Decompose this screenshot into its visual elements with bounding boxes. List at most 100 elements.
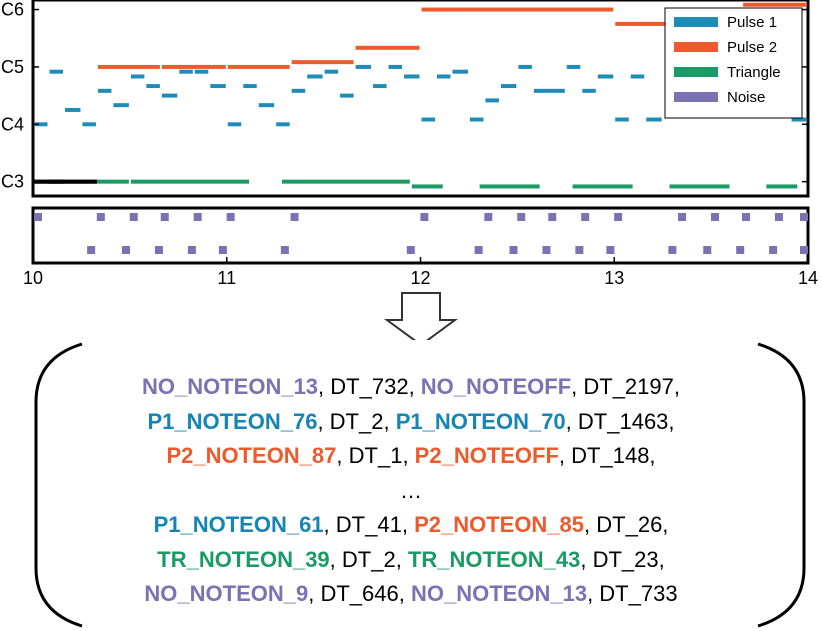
triangle-note bbox=[572, 184, 633, 189]
legend-swatch bbox=[674, 92, 718, 102]
token-separator: , bbox=[402, 443, 415, 468]
token-separator: , bbox=[318, 374, 331, 399]
pulse-1-note bbox=[533, 88, 565, 93]
y-tick-label: C3 bbox=[1, 172, 24, 192]
pulse-2-note bbox=[161, 64, 226, 69]
token-line: P1_NOTEON_61, DT_41, P2_NOTEON_85, DT_26… bbox=[0, 508, 822, 543]
noise-note bbox=[606, 246, 615, 254]
delta-time-token: DT_1 bbox=[348, 443, 403, 468]
noise-event-token: NO_NOTEON_13 bbox=[411, 581, 588, 606]
noise-note bbox=[187, 246, 196, 254]
pulse-1-note bbox=[179, 69, 193, 74]
token-separator: , bbox=[571, 374, 584, 399]
pulse-1-note bbox=[615, 117, 629, 122]
noise-note bbox=[160, 213, 169, 221]
noise-note bbox=[87, 246, 96, 254]
triangle-note bbox=[479, 184, 540, 189]
delta-time-token: DT_2197, bbox=[583, 374, 680, 399]
delta-time-token: DT_646 bbox=[320, 581, 399, 606]
p1-event-token: P1_NOTEON_61 bbox=[153, 512, 324, 537]
token-sequence: NO_NOTEON_13, DT_732, NO_NOTEOFF, DT_219… bbox=[0, 370, 822, 612]
noise-note bbox=[774, 213, 783, 221]
pulse-1-note bbox=[485, 98, 499, 103]
token-separator: , bbox=[395, 546, 408, 572]
x-tick-label: 11 bbox=[217, 268, 236, 288]
noise-note bbox=[736, 246, 745, 254]
p2-event-token: P2_NOTEON_87 bbox=[166, 443, 337, 468]
token-separator: , bbox=[584, 512, 597, 537]
noise-note bbox=[193, 213, 202, 221]
pulse-1-note bbox=[210, 84, 226, 89]
pulse-2-note bbox=[743, 2, 807, 7]
pulse-1-note bbox=[82, 122, 96, 127]
pulse-1-note bbox=[646, 117, 662, 122]
noise-note bbox=[711, 213, 719, 221]
delta-time-token: DT_23, bbox=[592, 546, 665, 572]
noise-note bbox=[484, 213, 493, 221]
pulse-1-note bbox=[437, 74, 451, 79]
noise-note bbox=[420, 213, 429, 221]
pulse-2-note bbox=[97, 64, 160, 69]
noise-note bbox=[96, 213, 105, 221]
token-sequence-brace bbox=[34, 342, 806, 628]
legend-label: Noise bbox=[727, 89, 765, 106]
noise-note bbox=[474, 246, 483, 254]
token-separator: , bbox=[565, 408, 578, 434]
noise-note bbox=[548, 213, 557, 221]
noise-marks-layer bbox=[34, 213, 808, 254]
noise-event-token: NO_NOTEOFF bbox=[420, 374, 572, 399]
delta-time-token: DT_2 bbox=[329, 408, 384, 434]
triangle-note bbox=[411, 184, 443, 189]
pulse-2-note bbox=[615, 21, 678, 26]
pulse-1-note bbox=[276, 122, 290, 127]
token-separator: , bbox=[558, 443, 572, 468]
pulse-1-note bbox=[65, 107, 81, 112]
p2-event-token: P2_NOTEOFF bbox=[414, 443, 559, 468]
pulse-2-note bbox=[291, 60, 354, 65]
noise-note bbox=[575, 246, 584, 254]
left-brace bbox=[34, 342, 83, 628]
p1-event-token: P1_NOTEON_70 bbox=[395, 408, 566, 434]
noise-note bbox=[678, 213, 687, 221]
pulse-2-note bbox=[355, 45, 420, 50]
pulse-1-note bbox=[49, 69, 63, 74]
pulse-1-note bbox=[243, 84, 257, 89]
triangle-note bbox=[130, 179, 249, 184]
legend-swatch bbox=[674, 42, 718, 52]
noise-note bbox=[800, 213, 808, 221]
pulse-1-note bbox=[97, 88, 112, 93]
noise-note bbox=[226, 213, 235, 221]
pulse-1-note bbox=[307, 74, 323, 79]
noise-event-token: NO_NOTEON_9 bbox=[144, 581, 309, 606]
delta-time-token: DT_733 bbox=[599, 581, 678, 606]
y-tick-label: C5 bbox=[1, 57, 24, 77]
triangle-note bbox=[766, 184, 798, 189]
pulse-1-note bbox=[566, 64, 581, 69]
main-notes-layer bbox=[33, 2, 807, 189]
legend-label: Pulse 2 bbox=[727, 39, 777, 56]
pulse-1-note bbox=[597, 74, 614, 79]
pulse-1-note bbox=[34, 122, 48, 127]
delta-time-token: … bbox=[400, 477, 422, 503]
right-brace bbox=[757, 342, 806, 628]
noise-note bbox=[509, 246, 518, 254]
pulse-1-note bbox=[582, 88, 596, 93]
triangle-note bbox=[669, 184, 730, 189]
y-tick-label: C6 bbox=[1, 0, 24, 20]
pulse-1-note bbox=[469, 117, 484, 122]
noise-note bbox=[129, 213, 138, 221]
noise-note bbox=[614, 213, 623, 221]
token-separator: , bbox=[336, 443, 349, 468]
pulse-1-note bbox=[130, 74, 145, 79]
p2-event-token: P2_NOTEON_85 bbox=[414, 512, 585, 537]
pulse-1-note bbox=[355, 64, 372, 69]
token-separator: , bbox=[398, 581, 411, 606]
token-line: NO_NOTEON_9, DT_646, NO_NOTEON_13, DT_73… bbox=[0, 577, 822, 612]
x-tick-label: 14 bbox=[798, 268, 818, 288]
legend-swatch bbox=[674, 67, 718, 77]
token-separator: , bbox=[408, 374, 421, 399]
pulse-1-note bbox=[388, 64, 403, 69]
